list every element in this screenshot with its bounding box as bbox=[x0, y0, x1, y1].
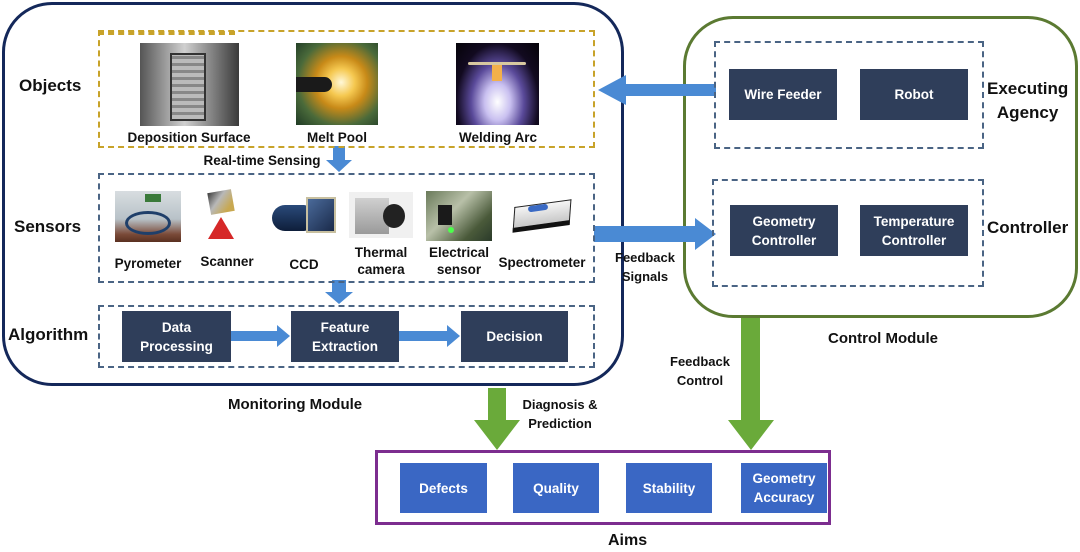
sensor-caption: Scanner bbox=[200, 254, 254, 269]
row-label-controller: Controller bbox=[987, 218, 1069, 237]
executing-agency-group bbox=[714, 41, 984, 149]
control-module-container bbox=[683, 16, 1078, 318]
aim-quality[interactable]: Quality bbox=[513, 463, 599, 513]
arrow-agency-to-objects bbox=[598, 75, 716, 105]
control-module-title: Control Module bbox=[828, 330, 938, 347]
row-label-algorithm: Algorithm bbox=[8, 325, 89, 344]
objects-group bbox=[98, 30, 595, 148]
sensor-caption: CCD bbox=[289, 257, 319, 272]
algorithm-group bbox=[98, 305, 595, 368]
aim-stability[interactable]: Stability bbox=[626, 463, 712, 513]
sensor-caption: Spectrometer bbox=[498, 255, 586, 270]
wire-feeder-box[interactable]: Wire Feeder bbox=[729, 69, 837, 120]
melt-pool-photo bbox=[296, 43, 378, 125]
aims-title: Aims bbox=[608, 532, 648, 549]
sensor-caption: Pyrometer bbox=[114, 256, 182, 271]
algorithm-step-decision[interactable]: Decision bbox=[461, 311, 568, 362]
row-label-objects: Objects bbox=[19, 76, 82, 95]
object-caption: Deposition Surface bbox=[127, 130, 251, 145]
real-time-sensing-label: Real-time Sensing bbox=[203, 153, 321, 168]
aim-defects[interactable]: Defects bbox=[400, 463, 487, 513]
robot-box[interactable]: Robot bbox=[860, 69, 968, 120]
arrow-sensors-to-algorithm bbox=[325, 280, 353, 304]
arrow-processing-to-extraction bbox=[231, 325, 290, 347]
controller-group bbox=[712, 179, 984, 287]
arrow-extraction-to-decision bbox=[399, 325, 460, 347]
monitoring-module-container bbox=[2, 2, 624, 386]
row-label-sensors: Sensors bbox=[14, 217, 82, 236]
spectrometer-photo bbox=[512, 199, 572, 233]
arrow-diagnosis-prediction bbox=[474, 388, 520, 450]
object-caption: Melt Pool bbox=[307, 130, 367, 145]
sensors-group bbox=[98, 173, 595, 283]
arrow-feedback-signals bbox=[594, 218, 716, 250]
object-caption: Welding Arc bbox=[458, 130, 537, 145]
pyrometer-photo bbox=[115, 191, 181, 242]
arrow-feedback-control bbox=[728, 318, 774, 450]
diagnosis-prediction-label: Diagnosis &Prediction bbox=[522, 397, 598, 431]
scanner-photo bbox=[206, 189, 236, 241]
deposition-surface-photo bbox=[140, 43, 239, 126]
ccd-camera-photo bbox=[272, 193, 336, 237]
aims-group bbox=[375, 450, 831, 525]
monitoring-module-title: Monitoring Module bbox=[228, 396, 363, 413]
electrical-sensor-photo bbox=[426, 191, 492, 241]
thermal-camera-photo bbox=[349, 192, 413, 238]
arrow-real-time-sensing bbox=[326, 146, 352, 172]
welding-arc-photo bbox=[456, 43, 539, 125]
